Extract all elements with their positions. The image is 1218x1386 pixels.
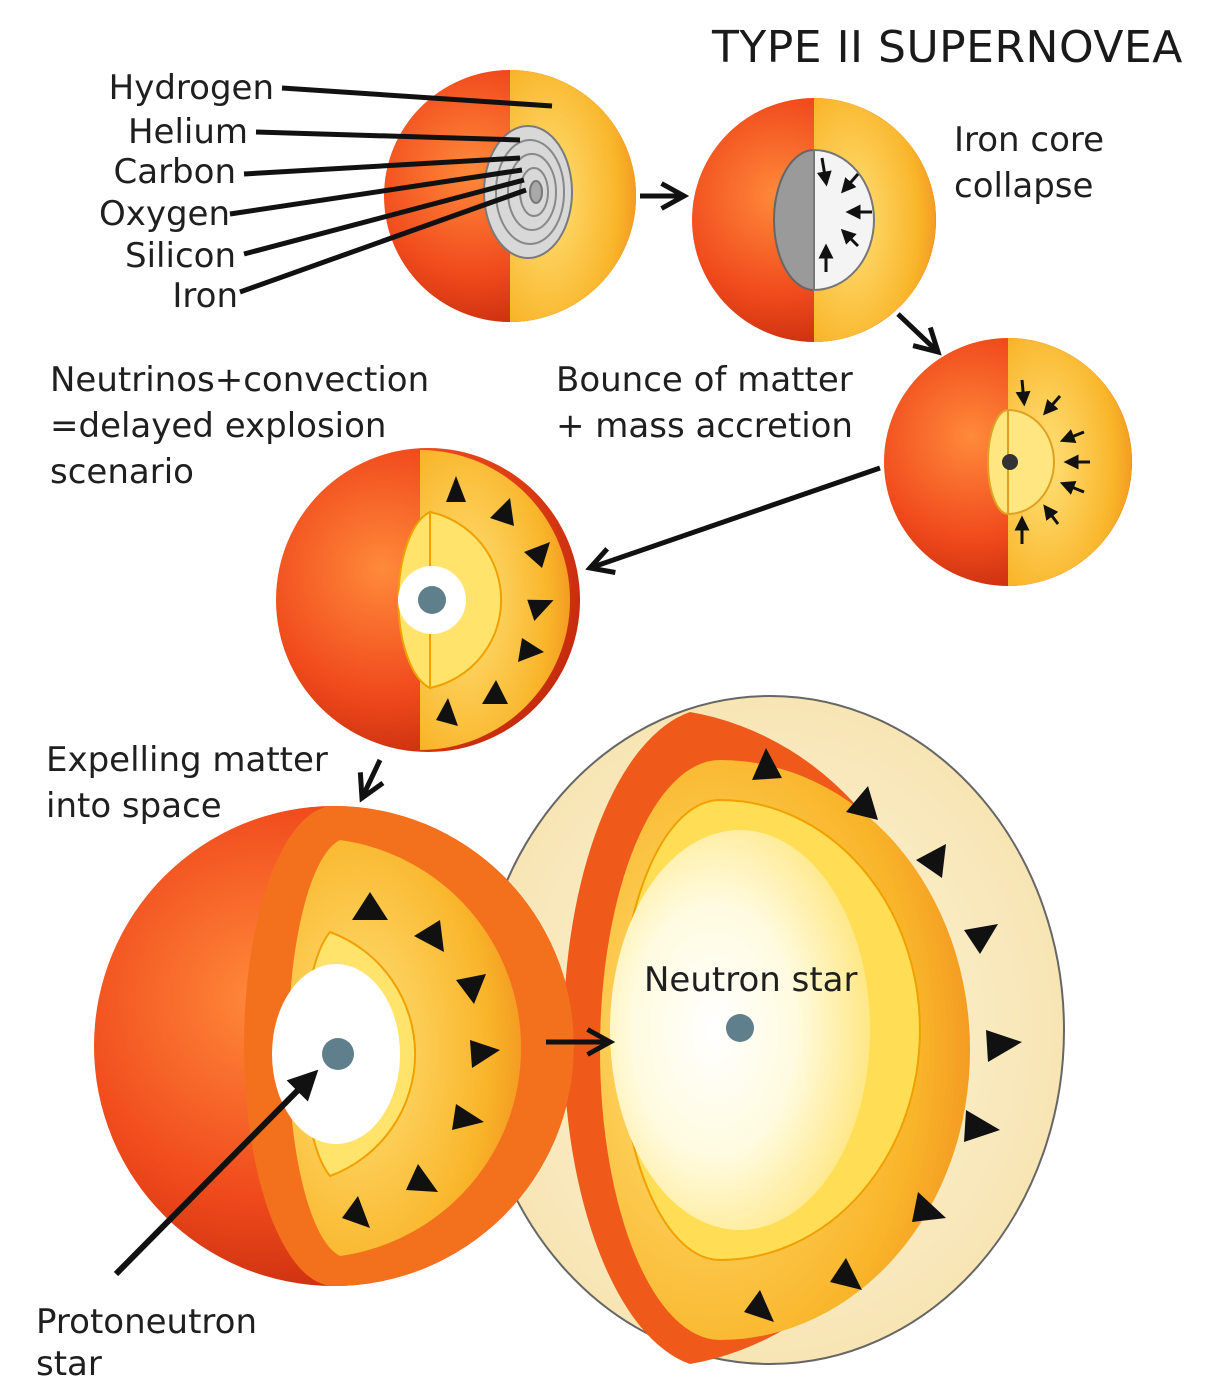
layer-label-hydrogen: Hydrogen bbox=[109, 66, 274, 110]
neutron-star-label: Neutron star bbox=[644, 958, 857, 1002]
protoneutron-label-line-2: star bbox=[36, 1342, 102, 1386]
diagram-title: TYPE II SUPERNOVEA bbox=[712, 22, 1183, 73]
layer-label-silicon: Silicon bbox=[125, 234, 236, 278]
layer-label-oxygen: Oxygen bbox=[99, 192, 230, 236]
delayed-explosion-star bbox=[276, 448, 580, 752]
bounce-label-line-2: + mass accretion bbox=[556, 404, 853, 448]
protoneutron-star-explosion bbox=[94, 806, 574, 1286]
expelling-label-line-2: into space bbox=[46, 784, 222, 828]
expelling-label-line-1: Expelling matter bbox=[46, 738, 328, 782]
protoneutron-label-line-1: Protoneutron bbox=[36, 1300, 257, 1344]
arrow-to-delayed bbox=[590, 468, 880, 568]
arrow-to-expelling bbox=[362, 760, 380, 798]
iron-core-collapse-line-2: collapse bbox=[954, 164, 1093, 208]
collapse-star bbox=[692, 98, 936, 342]
delayed-explosion-line-1: Neutrinos+convection bbox=[50, 358, 429, 402]
layer-label-carbon: Carbon bbox=[114, 150, 237, 194]
delayed-explosion-line-3: scenario bbox=[50, 450, 194, 494]
bounce-star bbox=[884, 338, 1132, 586]
iron-core-collapse-line-1: Iron core bbox=[954, 118, 1104, 162]
layer-label-helium: Helium bbox=[128, 110, 248, 154]
bounce-label-line-1: Bounce of matter bbox=[556, 358, 853, 402]
layer-label-iron: Iron bbox=[172, 274, 238, 318]
arrow-to-bounce bbox=[898, 314, 938, 352]
delayed-explosion-line-2: =delayed explosion bbox=[50, 404, 386, 448]
